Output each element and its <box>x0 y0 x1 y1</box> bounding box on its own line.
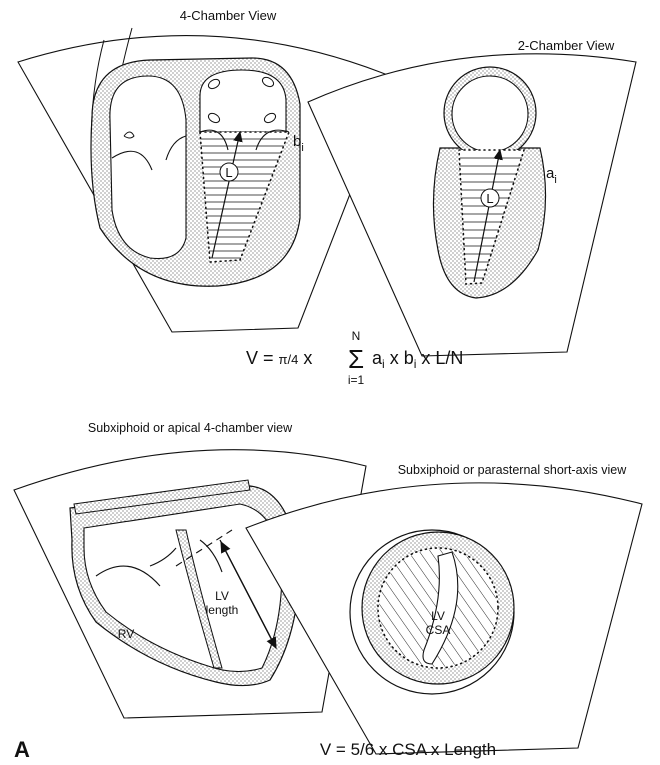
lv-length-label-line1: LV <box>215 589 229 603</box>
apical-view-title: Subxiphoid or apical 4-chamber view <box>88 421 293 435</box>
formula-upper-bound: N <box>352 329 361 343</box>
short-axis-title: Subxiphoid or parasternal short-axis vie… <box>398 463 628 477</box>
two-chamber-view: 2-Chamber View L ai <box>308 38 636 356</box>
lv-csa-label-line2: CSA <box>426 623 451 637</box>
lv-csa-label-line1: LV <box>431 609 445 623</box>
area-length-formula: V = 5/6 x CSA x Length <box>320 740 496 759</box>
panel-letter: A <box>14 737 30 762</box>
lv-length-label-line2: length <box>206 603 239 617</box>
formula-lhs: V = π/4 x <box>246 348 312 368</box>
formula-lower-bound: i=1 <box>348 373 365 387</box>
four-chamber-left-atrium <box>200 70 286 132</box>
two-chamber-length-label: L <box>486 191 493 206</box>
four-chamber-right-cavity <box>110 76 186 259</box>
four-chamber-length-label: L <box>225 165 232 180</box>
rv-label: RV <box>118 627 134 641</box>
formula-sigma: Σ <box>348 344 364 374</box>
two-chamber-atrium-inner <box>452 76 528 152</box>
formula-rhs: ai x bi x L/N <box>372 348 463 371</box>
four-chamber-title: 4-Chamber View <box>180 8 277 23</box>
two-chamber-title: 2-Chamber View <box>518 38 615 53</box>
